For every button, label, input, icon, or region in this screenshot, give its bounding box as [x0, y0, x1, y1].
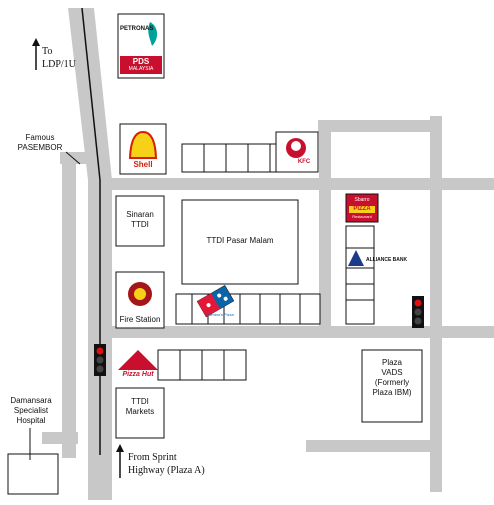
sbarro-pizza-label: PIZZA: [353, 206, 371, 212]
hospital-label-1: Damansara: [10, 396, 52, 405]
shell-logo-icon: [128, 130, 158, 159]
fire-station-label: Fire Station: [119, 315, 161, 324]
plaza-vads-box: [361, 349, 423, 423]
hospital-label-3: Hospital: [16, 416, 46, 425]
sinaran-box: [115, 195, 165, 247]
plaza-label-2: VADS: [381, 368, 403, 377]
plaza-label-4: Plaza IBM): [372, 388, 412, 397]
pds-label: PDS: [132, 57, 150, 66]
famous-label-2: PASEMBOR: [17, 143, 63, 152]
sinaran-label-2: TTDI: [131, 220, 149, 229]
road-middle-horizontal: [100, 326, 494, 338]
road-vertical-right: [430, 116, 442, 492]
south-arrow-icon: [116, 444, 124, 478]
pasar-malam-box: [181, 199, 299, 285]
hospital-box: [7, 453, 59, 495]
pasar-malam-label: TTDI Pasar Malam: [206, 236, 274, 245]
famous-label-1: Famous: [25, 133, 55, 142]
plaza-label-3: (Formerly: [374, 378, 410, 387]
shop-column-right: [345, 225, 375, 325]
road-right-horizontal: [318, 120, 438, 132]
sbarro-sub-label: Restaurant: [352, 214, 372, 219]
hospital-label-2: Specialist: [13, 406, 49, 415]
north-direction-label-2: LDP/1U: [42, 59, 76, 70]
south-direction-label-2: Highway (Plaza A): [128, 465, 205, 476]
pds-sub-label: MALAYSIA: [128, 66, 154, 72]
shop-row-pizzahut: [157, 349, 247, 381]
pizza-hut-logo-icon: [118, 350, 158, 370]
road-hospital: [42, 432, 78, 444]
road-bottom-right: [306, 440, 442, 452]
alliance-bank-label: ALLIANCE BANK: [366, 257, 408, 263]
shell-label: Shell: [133, 160, 153, 169]
kfc-label: KFC: [297, 159, 311, 165]
petronas-label: PETRONAS: [120, 26, 154, 32]
north-arrow-icon: [32, 38, 40, 70]
roads: [42, 8, 494, 500]
dominos-logo-icon: [196, 284, 235, 318]
traffic-light-right: [412, 296, 424, 328]
shop-row-lower: [175, 293, 321, 325]
ttdi-markets-label-1: TTDI: [131, 397, 149, 406]
sinaran-label-1: Sinaran: [126, 210, 154, 219]
pizza-hut-label: Pizza Hut: [122, 371, 154, 378]
ttdi-markets-label-2: Markets: [125, 407, 155, 416]
main-highway: [68, 8, 112, 500]
road-top-horizontal: [100, 178, 494, 190]
road-left-vertical: [62, 158, 76, 458]
plaza-label-1: Plaza: [381, 358, 402, 367]
south-direction-label-1: From Sprint: [128, 452, 177, 463]
north-direction-label-1: To: [42, 46, 53, 57]
alliance-bank-logo-icon: [348, 250, 364, 266]
sbarro-label: Sbarro: [354, 197, 370, 203]
petronas-logo-icon: [148, 22, 158, 46]
road-vertical-mid: [319, 120, 331, 338]
traffic-light-left: [94, 344, 106, 376]
dominos-label: Domino's Pizza: [206, 312, 234, 317]
pasembor-pointer: [65, 151, 81, 165]
ttdi-markets-box: [115, 387, 165, 439]
pds-logo-icon: [120, 56, 162, 74]
